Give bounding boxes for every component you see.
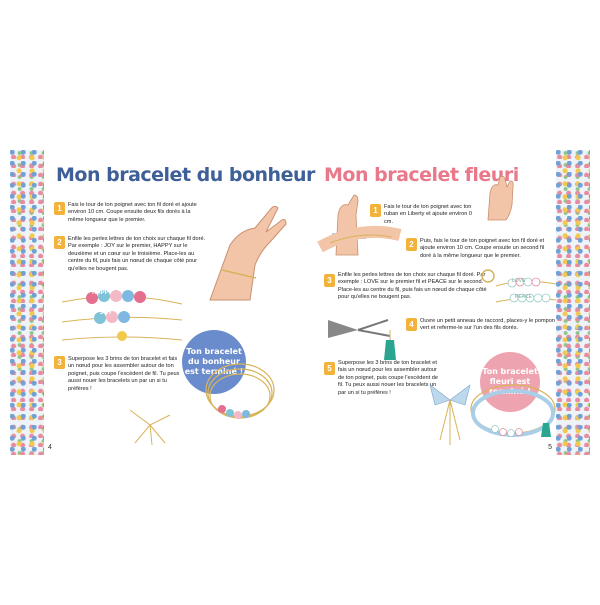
step-number: 2 <box>54 236 65 249</box>
step-text: Ouvre un petit anneau de raccord, places… <box>420 318 555 332</box>
step-text: Enfile les perles lettres de ton choix s… <box>338 272 487 301</box>
step-number: 1 <box>370 204 381 217</box>
page-title-left: Mon bracelet du bonheur <box>56 164 315 186</box>
bead-word: HAPPY <box>92 290 113 296</box>
hand-illustration <box>209 205 287 301</box>
finished-bracelet-left <box>205 363 275 419</box>
bead-word: LOVE <box>512 278 526 284</box>
step-text: Enfile les perles lettres de ton choix s… <box>68 236 206 272</box>
raised-hand-illustration <box>487 175 514 221</box>
wrist-thread-illustration <box>317 225 402 253</box>
step-number: 3 <box>54 356 65 369</box>
page-title-right: Mon bracelet fleuri <box>324 164 519 186</box>
knot-illustration <box>129 409 171 446</box>
bead-strings <box>61 290 183 341</box>
step-number: 1 <box>54 202 65 215</box>
step-number: 5 <box>324 362 335 375</box>
finished-bracelet-right <box>470 384 556 437</box>
page-number-left: 4 <box>48 444 52 451</box>
completion-bubble-left: Ton bracelet du bonheur est terminé ! <box>182 330 246 394</box>
ribbon-knot-illustration <box>429 384 471 445</box>
step-number: 3 <box>324 274 335 287</box>
step-text: Superpose les 3 brins de ton bracelet et… <box>68 356 180 392</box>
step-text: Superpose les 3 brins de ton bracelet et… <box>338 360 438 396</box>
floral-border-right <box>556 150 590 455</box>
bead-word: JOY <box>100 310 113 316</box>
floral-border-left <box>10 150 44 455</box>
page-number-right: 5 <box>548 444 552 451</box>
book-spread: 4 Mon bracelet du bonheur 1 Fais le tour… <box>10 150 590 455</box>
step-number: 4 <box>406 318 417 331</box>
bead-word: PEACE <box>515 294 532 300</box>
step-text: Puis, fais le tour de ton poignet avec t… <box>420 238 545 259</box>
letter-beads-right <box>481 269 557 303</box>
step-number: 2 <box>406 238 417 251</box>
step-text: Fais le tour de ton poignet avec ton rub… <box>384 204 473 225</box>
pliers-tassel-illustration <box>328 319 396 360</box>
step-text: Fais le tour de ton poignet avec ton fil… <box>68 202 197 223</box>
